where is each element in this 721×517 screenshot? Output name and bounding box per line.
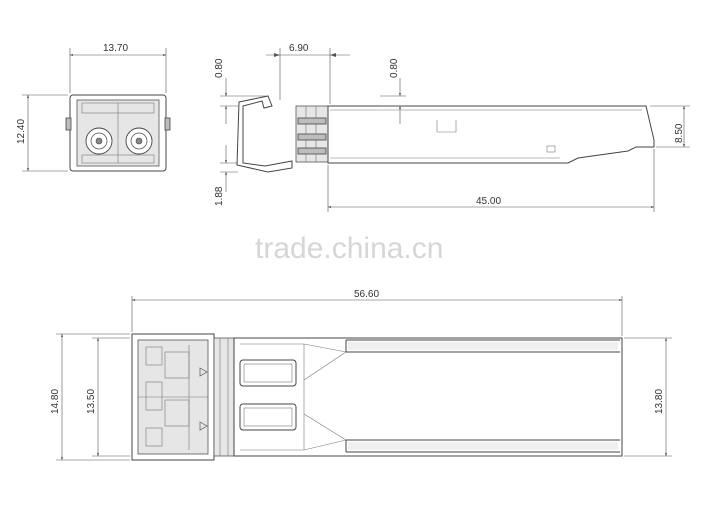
top-overall-length-dimension: 56.60 [131, 289, 623, 336]
front-width-dimension: 13.70 [69, 43, 167, 93]
top-outer-width-dimension: 14.80 [50, 333, 130, 461]
top-overall-length-label: 56.60 [354, 289, 379, 300]
side-body-length-label: 45.00 [476, 196, 501, 207]
side-body-height-label: 8.50 [674, 123, 685, 143]
side-body-height-dimension: 8.50 [650, 105, 690, 148]
top-view [131, 333, 623, 461]
front-height-label: 12.40 [16, 119, 27, 144]
top-inner-width-dimension: 13.50 [86, 337, 130, 457]
side-bottom-offset-dimension: 1.88 [214, 145, 238, 206]
front-width-label: 13.70 [103, 43, 128, 54]
side-top-offset-label: 0.80 [214, 58, 225, 78]
top-body-width-dimension: 13.80 [624, 337, 672, 457]
top-outer-width-label: 14.80 [50, 389, 61, 414]
side-top-offset-dimension: 0.80 [214, 58, 266, 124]
side-bottom-offset-label: 1.88 [214, 186, 225, 206]
watermark: trade.china.cn [255, 232, 443, 265]
front-height-dimension: 12.40 [16, 94, 68, 172]
side-top-offset-2-dimension: 0.80 [380, 58, 406, 124]
side-latch-dimension: 6.90 [266, 43, 350, 104]
front-view [65, 94, 171, 172]
side-latch-label: 6.90 [289, 43, 309, 54]
side-body-length-dimension: 45.00 [327, 149, 655, 212]
top-body-width-label: 13.80 [654, 389, 665, 414]
side-top-offset-2-label: 0.80 [389, 58, 400, 78]
side-view [236, 95, 655, 173]
top-inner-width-label: 13.50 [86, 389, 97, 414]
